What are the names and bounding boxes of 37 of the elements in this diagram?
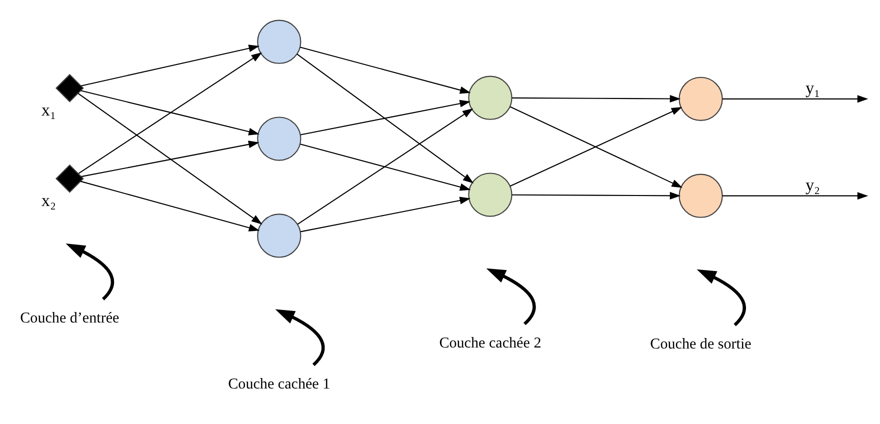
node-text: Couche cachée 1 — [228, 376, 330, 392]
node-text: Couche de sortie — [650, 336, 752, 352]
node-diamond — [55, 74, 84, 102]
node-circle — [257, 214, 302, 258]
arrow — [512, 95, 681, 103]
arrow — [696, 269, 746, 326]
node-circle — [468, 76, 512, 120]
edge-label: y₁ — [805, 78, 820, 98]
arrow — [512, 192, 681, 200]
arrow — [297, 108, 474, 225]
node-label: x₁ — [41, 100, 56, 120]
arrow — [78, 92, 262, 224]
arrow — [80, 44, 260, 86]
arrow — [296, 54, 474, 184]
node-text: Couche d’entrée — [20, 310, 120, 327]
arrow — [722, 95, 868, 103]
node-circle — [468, 172, 512, 217]
arrow — [80, 180, 260, 232]
arrow — [300, 46, 471, 94]
edge-label: y₂ — [805, 175, 820, 194]
arrow — [300, 100, 471, 136]
node-circle — [257, 20, 302, 64]
node-text: Couche cachée 2 — [439, 335, 542, 352]
arrow — [275, 309, 325, 366]
node-circle — [678, 76, 723, 121]
node-diamond — [55, 164, 84, 193]
arrow — [78, 52, 262, 174]
arrow — [300, 196, 471, 232]
arrow — [66, 244, 114, 300]
arrow — [300, 144, 471, 191]
arrow — [80, 90, 260, 136]
node-circle — [678, 174, 723, 218]
arrow — [81, 140, 260, 178]
node-circle — [257, 116, 302, 161]
node-label: x₂ — [41, 190, 56, 210]
arrow — [486, 268, 536, 326]
arrow — [722, 192, 868, 200]
